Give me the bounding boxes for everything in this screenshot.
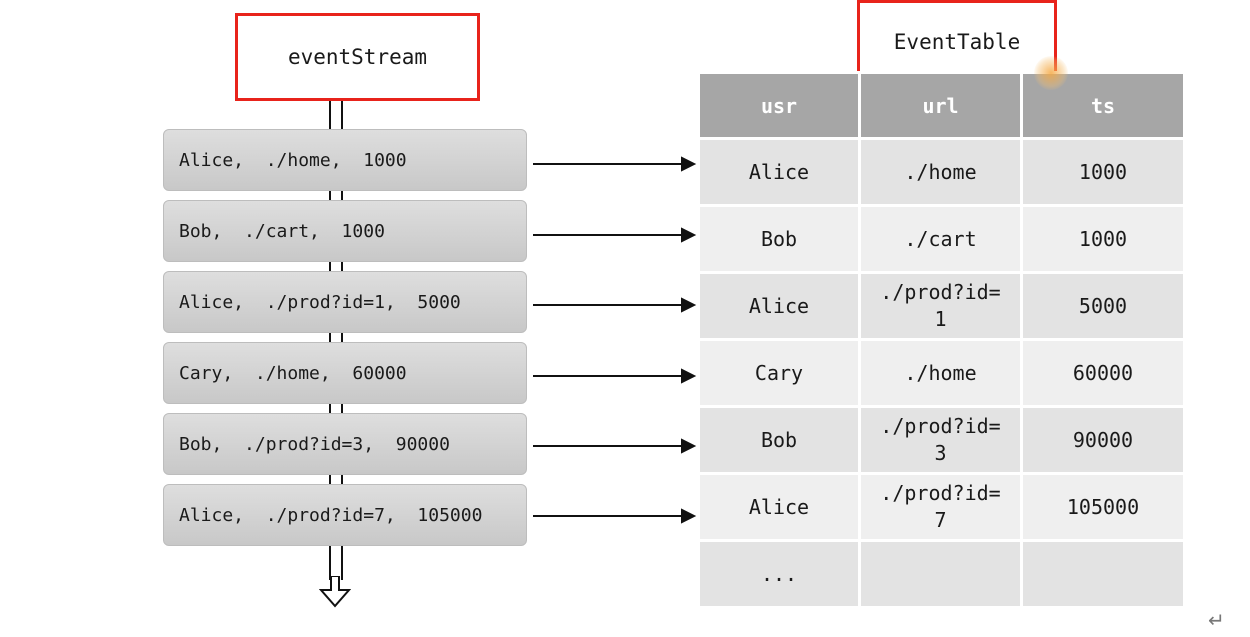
mapping-arrowhead-3 xyxy=(681,297,697,313)
mapping-arrowhead-6 xyxy=(681,508,697,524)
event-box-4: Cary, ./home, 60000 xyxy=(163,342,527,404)
table-row: Alice ./home 1000 xyxy=(697,137,1186,207)
event-box-1: Alice, ./home, 1000 xyxy=(163,129,527,191)
cell-ts: 90000 xyxy=(1020,405,1186,475)
table-header-row: usr url ts xyxy=(697,71,1186,140)
header-url: url xyxy=(858,71,1023,140)
cell-url: ./home xyxy=(858,338,1023,408)
mapping-arrowhead-5 xyxy=(681,438,697,454)
cell-usr: Bob xyxy=(697,204,861,274)
cell-ts: 1000 xyxy=(1020,204,1186,274)
mapping-arrowhead-2 xyxy=(681,227,697,243)
cell-url: ./prod?id= 1 xyxy=(858,271,1023,341)
stream-arrow-head xyxy=(319,576,351,608)
table-row: Cary ./home 60000 xyxy=(697,338,1186,408)
header-usr: usr xyxy=(697,71,861,140)
event-box-2: Bob, ./cart, 1000 xyxy=(163,200,527,262)
table-row: Bob ./cart 1000 xyxy=(697,204,1186,274)
cell-usr: Cary xyxy=(697,338,861,408)
event-table-title: EventTable xyxy=(857,0,1057,74)
event-box-6: Alice, ./prod?id=7, 105000 xyxy=(163,484,527,546)
cell-url: ./cart xyxy=(858,204,1023,274)
table-row: Bob ./prod?id= 3 90000 xyxy=(697,405,1186,475)
mapping-arrowhead-1 xyxy=(681,156,697,172)
table-row-ellipsis: ... xyxy=(697,539,1186,609)
event-box-5: Bob, ./prod?id=3, 90000 xyxy=(163,413,527,475)
cell-ts xyxy=(1020,539,1186,609)
cell-usr: Alice xyxy=(697,137,861,207)
cell-ts: 105000 xyxy=(1020,472,1186,542)
table-row: Alice ./prod?id= 1 5000 xyxy=(697,271,1186,341)
cell-url xyxy=(858,539,1023,609)
cell-url: ./prod?id= 3 xyxy=(858,405,1023,475)
cell-usr: Bob xyxy=(697,405,861,475)
event-stream-title: eventStream xyxy=(235,13,480,101)
cell-ts: 5000 xyxy=(1020,271,1186,341)
cell-ts: 60000 xyxy=(1020,338,1186,408)
cell-usr: Alice xyxy=(697,271,861,341)
mapping-arrowhead-4 xyxy=(681,368,697,384)
return-icon: ↵ xyxy=(1208,608,1225,632)
cell-usr: ... xyxy=(697,539,861,609)
cell-ts: 1000 xyxy=(1020,137,1186,207)
table-row: Alice ./prod?id= 7 105000 xyxy=(697,472,1186,542)
cell-usr: Alice xyxy=(697,472,861,542)
event-table: usr url ts Alice ./home 1000 Bob ./cart … xyxy=(697,71,1186,609)
cell-url: ./prod?id= 7 xyxy=(858,472,1023,542)
cell-url: ./home xyxy=(858,137,1023,207)
event-box-3: Alice, ./prod?id=1, 5000 xyxy=(163,271,527,333)
cursor-highlight xyxy=(1034,56,1068,90)
